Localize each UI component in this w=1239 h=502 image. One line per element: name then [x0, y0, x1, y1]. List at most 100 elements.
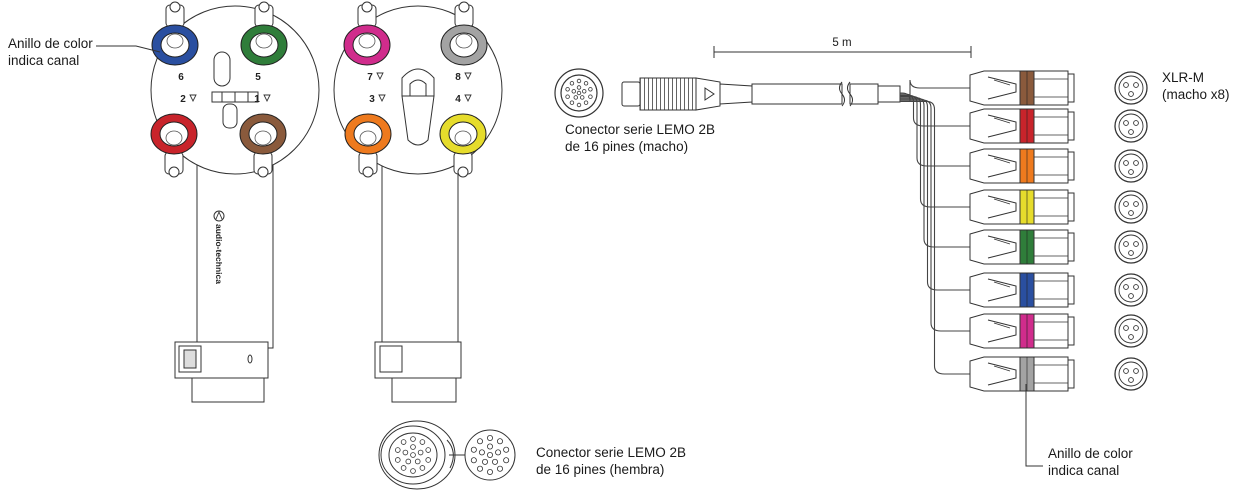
xlr-face-icon — [1114, 273, 1148, 307]
breakout-cable — [900, 100, 970, 375]
female-lemo-face-pin — [470, 446, 477, 453]
female-lemo-face-pin — [496, 438, 503, 445]
female-lemo-pin — [400, 439, 407, 445]
breakout-cable — [900, 97, 970, 248]
breakout-cables — [900, 79, 970, 375]
female-lemo-pin — [410, 436, 416, 442]
female-lemo-face-pin — [470, 457, 477, 464]
female-lemo-face-pin — [486, 451, 493, 458]
ring-label-bottom: Anillo de color indica canal — [1048, 445, 1133, 479]
front-channel-number-2: 2 — [180, 94, 186, 105]
lemo-female-label-line1: Conector serie LEMO 2B — [536, 445, 687, 460]
lemo-female-connector — [378, 420, 516, 490]
xlr-face-icon — [1114, 230, 1148, 264]
female-lemo-face-pin — [477, 465, 484, 472]
male-lemo-pin — [565, 87, 570, 92]
back-channel-number-8: 8 — [455, 72, 461, 83]
back-channel-number-3: 3 — [369, 94, 375, 105]
male-lemo-pin — [576, 85, 582, 90]
female-lemo-face-pin — [477, 438, 484, 445]
xlr-face-icon — [1114, 71, 1148, 105]
male-lemo-pin — [583, 81, 589, 86]
length-dimension — [713, 46, 972, 58]
male-lemo-pin — [576, 102, 582, 108]
female-lemo-face-pin — [503, 457, 510, 464]
back-capsule-3: 3 — [344, 94, 392, 178]
breakout-cable — [900, 79, 970, 102]
male-lemo-pin — [583, 100, 589, 105]
lemo-female-label-line2: de 16 pines (hembra) — [536, 462, 665, 477]
xlr-plug — [969, 108, 1075, 144]
female-lemo-pin — [410, 468, 416, 474]
male-lemo-pin — [573, 95, 578, 100]
male-lemo-pin — [569, 81, 575, 86]
lemo-male-label-line2: de 16 pines (macho) — [565, 139, 689, 154]
back-capsule-8: 8 — [440, 1, 488, 83]
ring-label-bottom-line2: indica canal — [1048, 463, 1120, 478]
female-lemo-pin — [394, 457, 401, 463]
lemo-male-label-line1: Conector serie LEMO 2B — [565, 122, 716, 137]
female-lemo-face-pin — [491, 458, 498, 465]
female-lemo-pin — [410, 452, 416, 458]
ring-label-bottom-line1: Anillo de color — [1048, 446, 1133, 461]
female-lemo-face-pin — [486, 434, 493, 441]
male-lemo-pin — [569, 100, 575, 105]
female-lemo-pin — [400, 465, 407, 471]
male-lemo-pin — [565, 94, 570, 99]
xlr-label-line1: XLR-M — [1162, 70, 1205, 85]
xlr-plug — [969, 148, 1075, 184]
back-channel-number-4: 4 — [455, 94, 461, 105]
front-capsule-6: 6 — [151, 1, 199, 83]
female-lemo-pin — [417, 449, 424, 456]
xlr-plug — [969, 229, 1075, 265]
brand-name: audio-technica — [214, 224, 224, 284]
xlr-face-icon — [1114, 109, 1148, 143]
xlr-face-icon — [1114, 149, 1148, 183]
female-lemo-pin — [419, 439, 426, 445]
breakout-cable — [900, 98, 970, 291]
ring-label-top-line2: indica canal — [8, 53, 80, 68]
female-lemo-face-pin — [482, 458, 489, 465]
female-lemo-face-pin — [478, 449, 485, 456]
female-lemo-pin — [410, 444, 416, 450]
xlr-label: XLR-M (macho x8) — [1162, 69, 1230, 103]
xlr-face-icon — [1114, 357, 1148, 391]
female-lemo-face-pin — [503, 446, 510, 453]
female-lemo-pin — [402, 449, 409, 456]
xlr-face-icon — [1114, 314, 1148, 348]
back-capsule-7: 7 — [343, 1, 391, 83]
breakout-cable — [900, 93, 970, 127]
lemo-male-plug — [621, 77, 901, 111]
xlr-plug — [969, 356, 1075, 392]
female-lemo-pin — [414, 458, 421, 465]
male-lemo-pin — [582, 89, 587, 94]
ring-label-top: Anillo de color indica canal — [8, 35, 93, 69]
xlr-plug — [969, 272, 1075, 308]
female-lemo-pin — [405, 458, 412, 465]
front-capsule-1: 1 — [239, 94, 287, 178]
female-lemo-pin — [419, 465, 426, 471]
male-lemo-pin — [580, 95, 585, 100]
mic-stem-back — [381, 147, 459, 349]
lemo-female-label: Conector serie LEMO 2B de 16 pines (hemb… — [536, 444, 686, 478]
xlr-plug — [969, 189, 1075, 225]
front-capsule-2: 2 — [150, 94, 198, 178]
front-capsule-5: 5 — [240, 1, 288, 83]
breakout-cable — [900, 96, 970, 208]
breakout-cable — [900, 94, 970, 167]
female-lemo-pin — [394, 447, 401, 453]
mic-stem-front — [196, 147, 274, 349]
female-lemo-face-pin — [486, 468, 493, 475]
lemo-male-face-icon — [554, 68, 604, 118]
male-lemo-pin — [576, 78, 582, 84]
xlr-plug — [969, 313, 1075, 349]
female-lemo-face-pin — [486, 443, 493, 450]
xlr-plug — [969, 70, 1075, 106]
ring-label-top-line1: Anillo de color — [8, 36, 93, 51]
female-lemo-pin — [425, 457, 432, 463]
breakout-cable — [900, 99, 970, 332]
back-capsule-4: 4 — [439, 94, 487, 178]
lemo-male-label: Conector serie LEMO 2B de 16 pines (mach… — [565, 121, 715, 155]
